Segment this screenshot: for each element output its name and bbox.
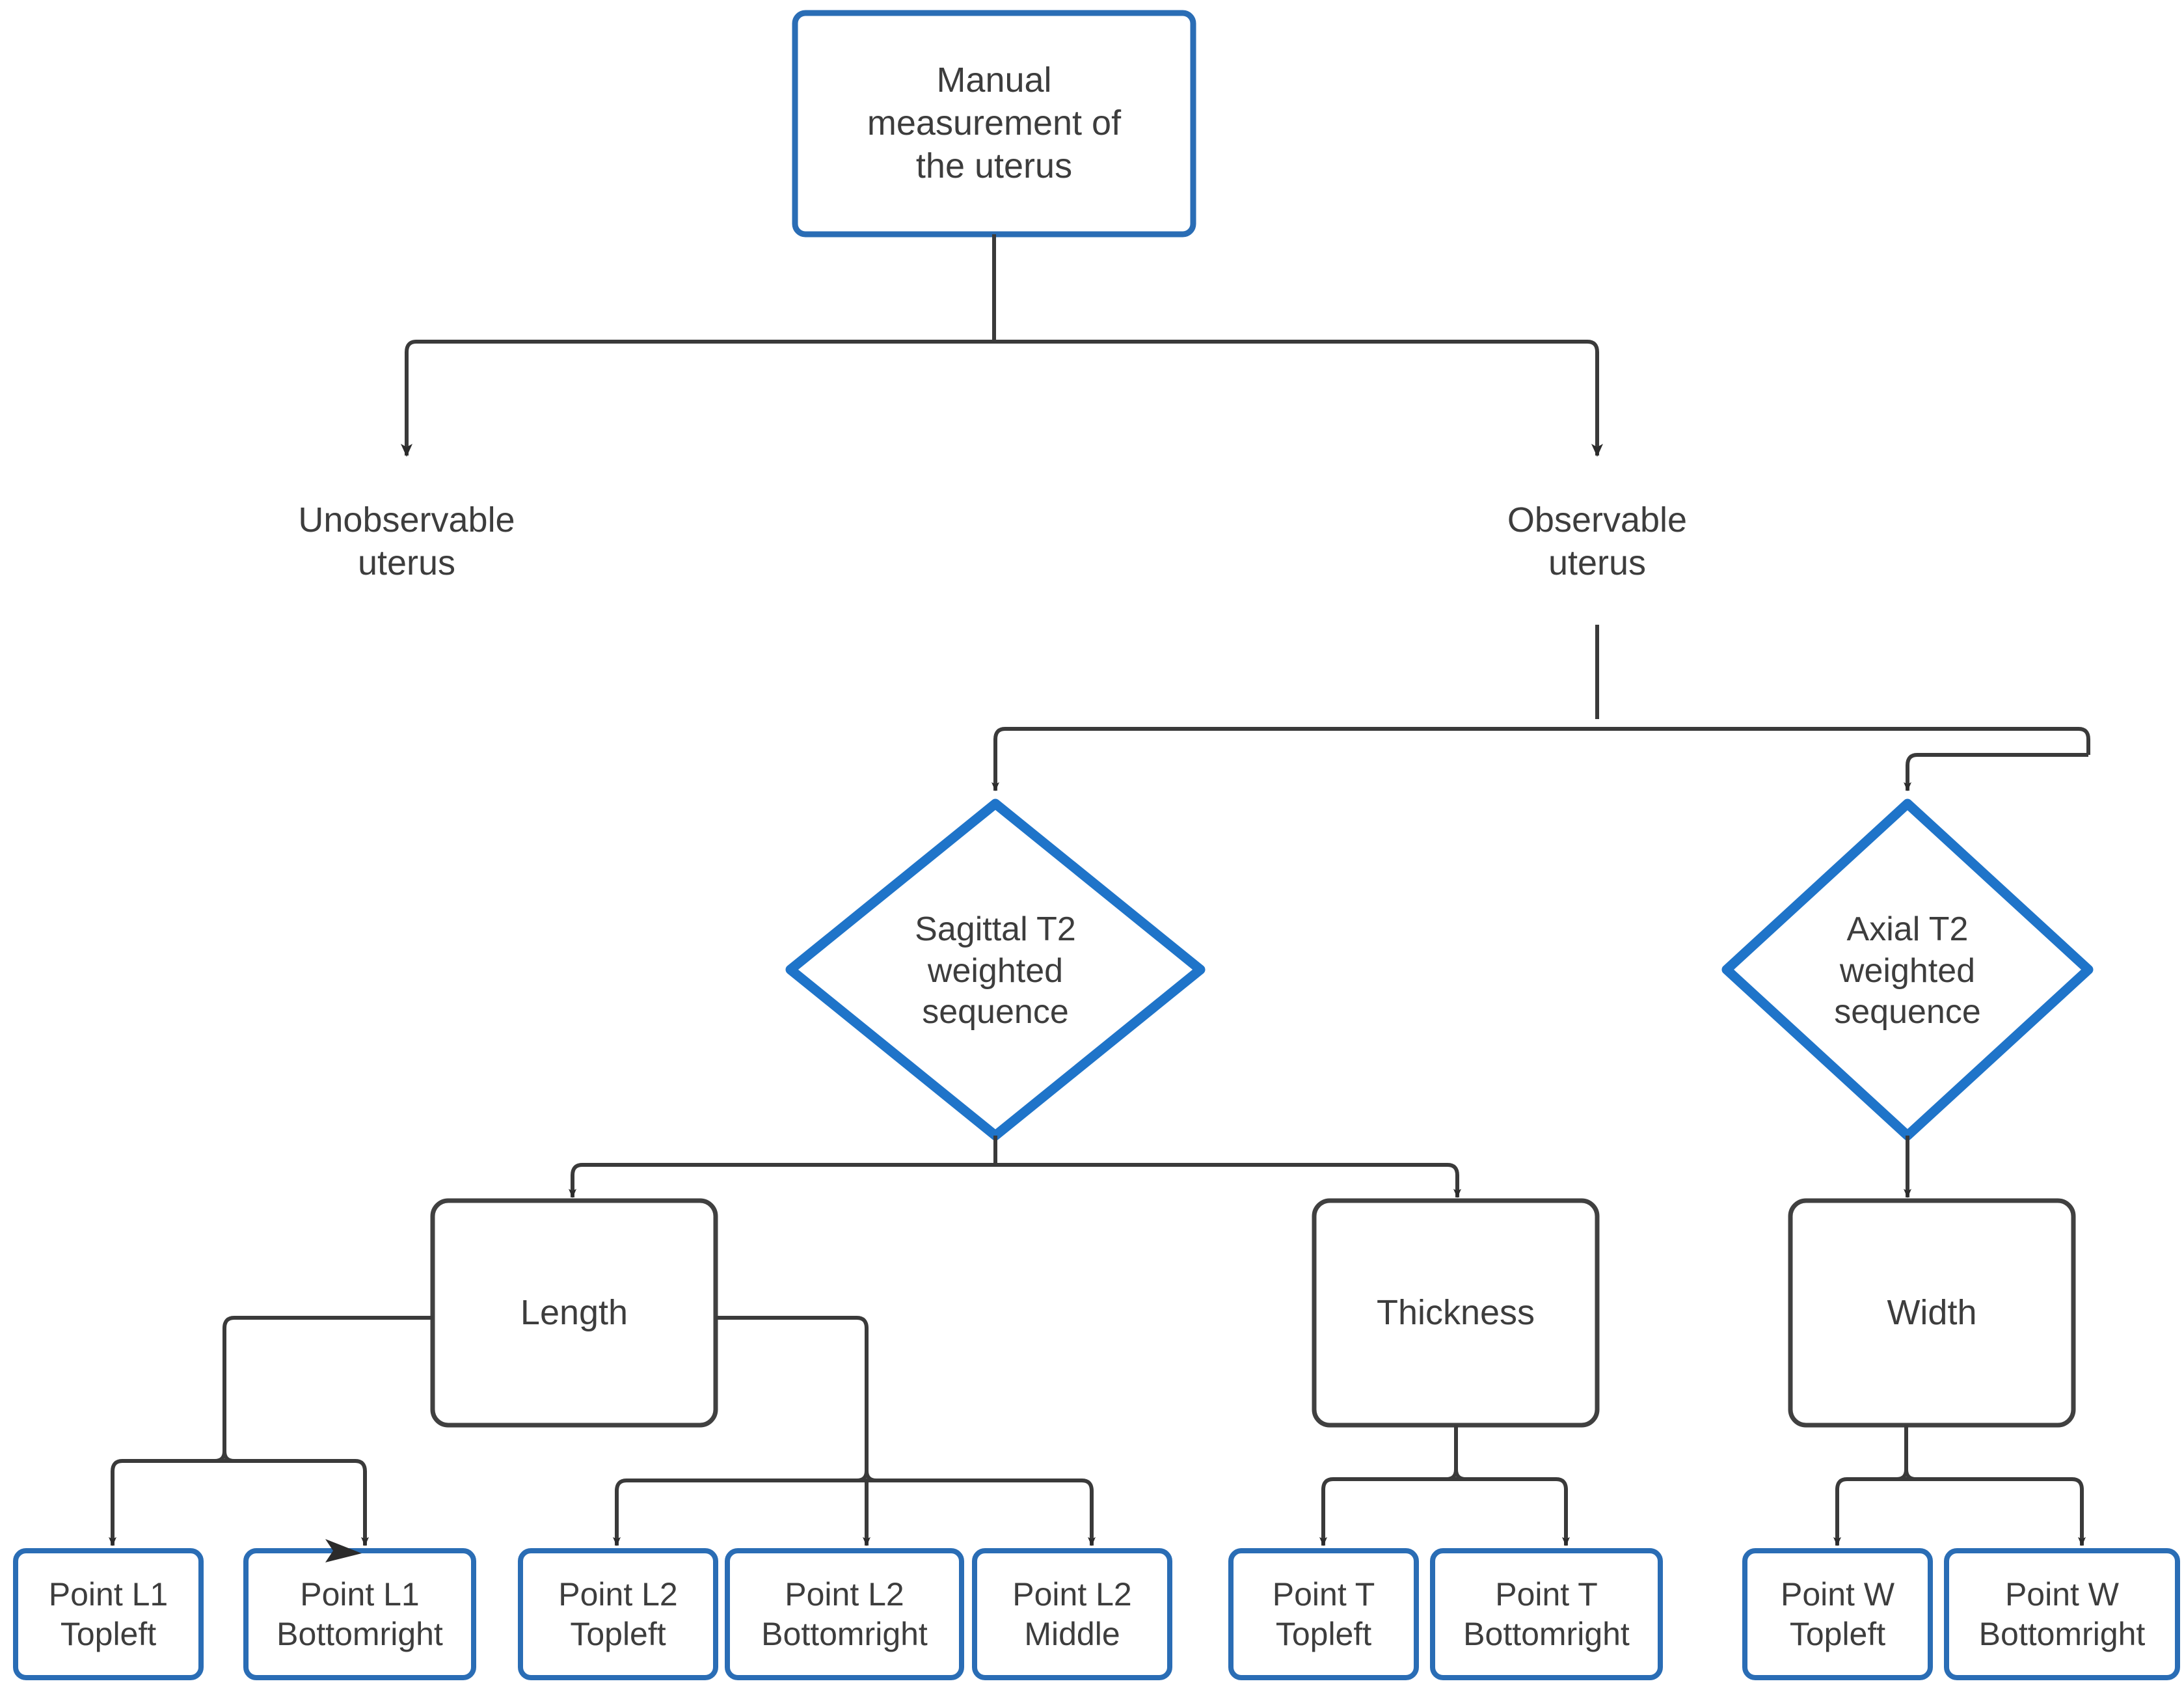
edge-w-split-right-corner: [1904, 1469, 1917, 1481]
edge-root-right: [1587, 340, 1599, 353]
node-thickness-label: Thickness: [1376, 1292, 1535, 1332]
edge-axial-corner: [1906, 753, 1918, 766]
node-length-label: Length: [520, 1292, 628, 1332]
edge-w-left-corner: [1835, 1477, 1848, 1490]
label-observable-uterus: Observable uterus: [1507, 500, 1688, 582]
node-point-l2-bottomright-label: Point L2 Bottomright: [761, 1575, 928, 1652]
node-axial-sequence-label: Axial T2 weighted sequence: [1834, 910, 1981, 1031]
extra-arrowhead-layer: [325, 1539, 362, 1562]
edge-w-right-corner: [2071, 1477, 2084, 1490]
edge-l1-split-right-corner: [222, 1451, 235, 1463]
edge-l1-left-corner: [111, 1459, 123, 1472]
node-point-w-topleft-label: Point W Topleft: [1780, 1575, 1895, 1652]
node-point-t-topleft-label: Point T Topleft: [1272, 1575, 1375, 1652]
node-width-label: Width: [1887, 1292, 1977, 1332]
node-point-l1-topleft: [13, 1548, 204, 1680]
node-point-t-bottomright-label: Point T Bottomright: [1463, 1575, 1630, 1652]
node-point-t-topleft: [1228, 1548, 1419, 1680]
node-point-w-topleft: [1742, 1548, 1933, 1680]
node-width: [1788, 1198, 2076, 1428]
node-point-l2-topleft-label: Point L2 Topleft: [558, 1575, 678, 1652]
node-point-w-bottomright-label: Point W Bottomright: [1978, 1575, 2146, 1652]
edge-t-right-corner: [1556, 1477, 1568, 1490]
edge-l2-right-corner: [1081, 1479, 1094, 1492]
edge-sag-left-corner: [571, 1163, 583, 1176]
node-manual-measurement-label: Manual measurement of the uterus: [867, 61, 1122, 185]
edge-t-split-right-corner: [1454, 1469, 1466, 1481]
node-point-l2-bottomright: [725, 1548, 964, 1680]
node-point-l1-topleft-label: Point L1 Topleft: [48, 1575, 169, 1652]
node-point-l1-bottomright-label: Point L1 Bottomright: [276, 1575, 443, 1652]
edge-t-left-corner: [1321, 1477, 1334, 1490]
node-sagittal-sequence-label: Sagittal T2 weighted sequence: [915, 910, 1076, 1031]
edge-sag-right-corner: [1447, 1163, 1459, 1176]
node-point-l2-topleft: [518, 1548, 718, 1680]
label-unobservable-uterus: Unobservable uterus: [298, 500, 515, 582]
edge-l1-right-corner: [355, 1459, 367, 1472]
edge-length-right-corner: [856, 1316, 869, 1329]
edge-seq-right-corner: [2078, 727, 2090, 740]
node-point-l2-middle: [972, 1548, 1172, 1680]
node-length: [430, 1198, 718, 1428]
edge-length-left-corner: [222, 1316, 235, 1329]
node-point-l1-bottomright: [243, 1548, 476, 1680]
edge-seq-left-corner: [993, 727, 1006, 740]
diagonal-arrowhead-l1-bottomright: [325, 1539, 362, 1562]
node-point-w-bottomright: [1944, 1548, 2180, 1680]
shapes-layer: [13, 10, 2180, 1680]
edge-root-left: [405, 340, 417, 353]
edge-l2-split-right-corner: [865, 1470, 877, 1482]
connectors-layer: [109, 234, 2090, 1546]
node-point-l2-middle-label: Point L2 Middle: [1012, 1575, 1132, 1652]
edge-l2-left-corner: [615, 1479, 627, 1492]
node-point-t-bottomright: [1430, 1548, 1663, 1680]
